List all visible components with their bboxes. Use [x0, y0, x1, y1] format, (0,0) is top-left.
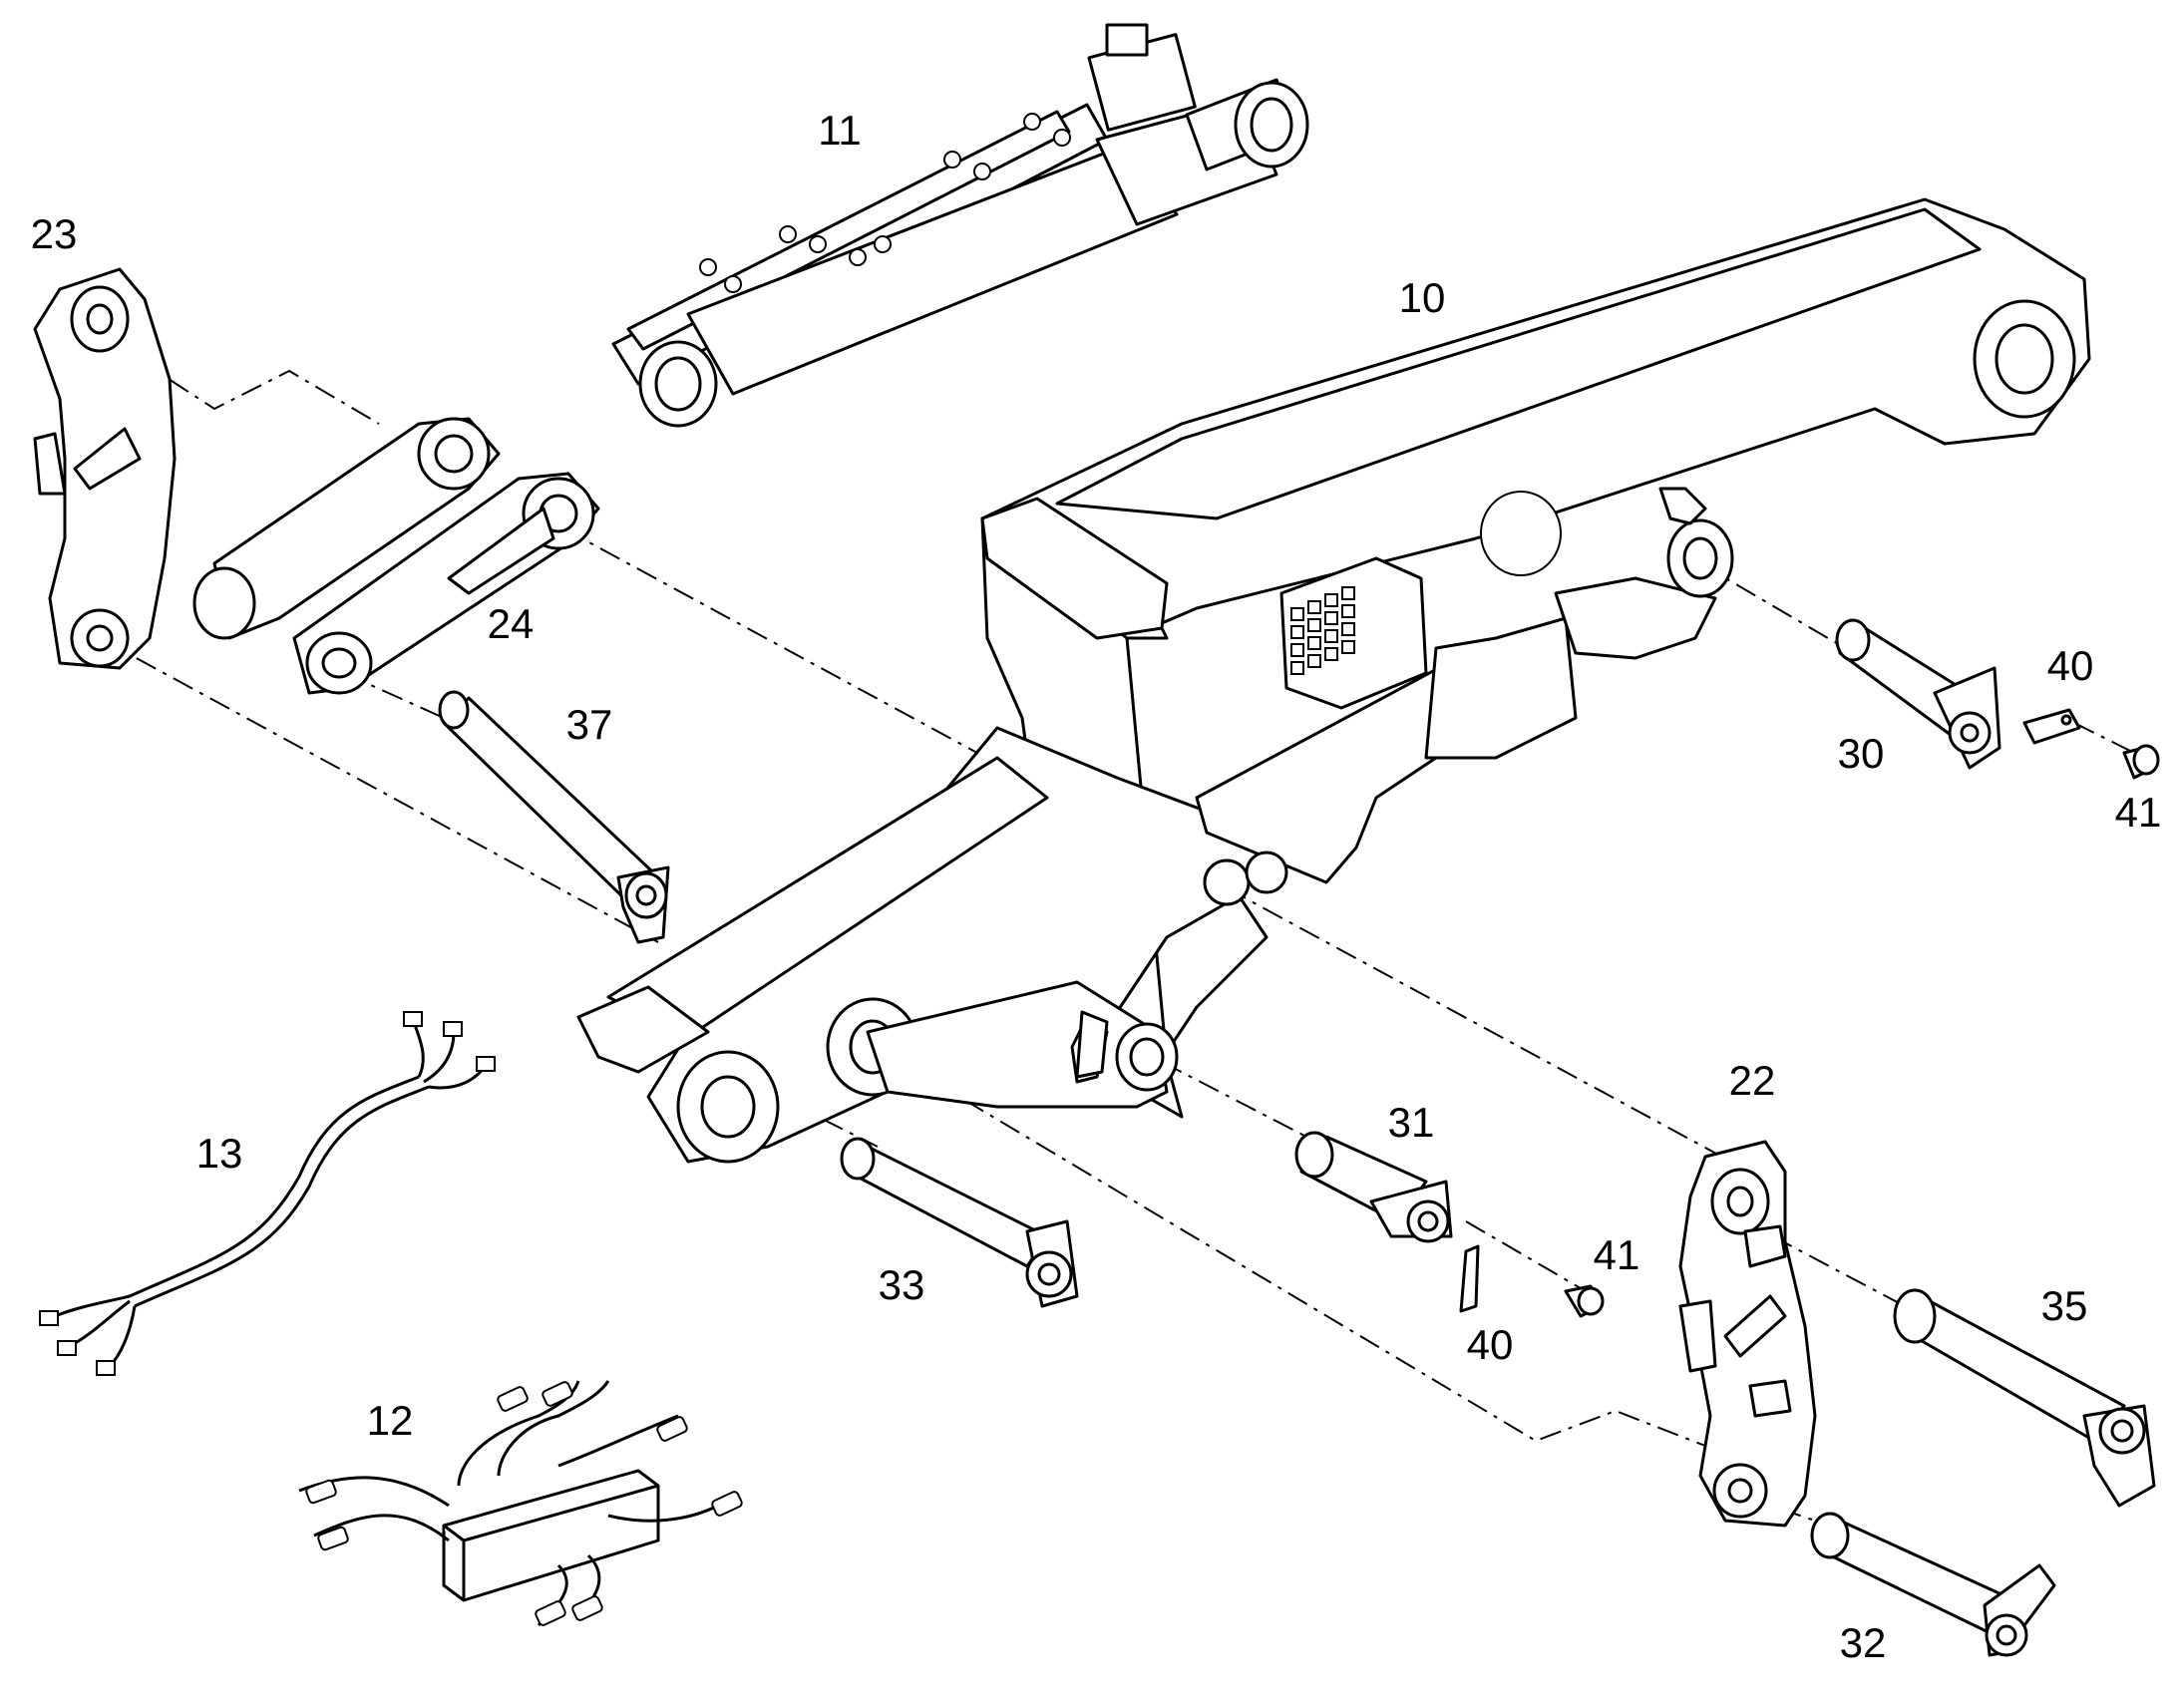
label-12: 12 — [367, 1397, 414, 1444]
valve-block-12 — [298, 1380, 743, 1627]
label-30: 30 — [1838, 730, 1885, 777]
pin-32 — [1810, 1512, 2056, 1657]
leader-23-lower-to-37 — [99, 637, 659, 943]
label-24: 24 — [488, 600, 535, 647]
main-boom — [576, 197, 2091, 1164]
pin-33 — [840, 1137, 1079, 1308]
leader-boom-to-31 — [1161, 1061, 1307, 1138]
pin-37 — [438, 690, 670, 944]
pin-35 — [1893, 1288, 2156, 1508]
label-37: 37 — [566, 701, 613, 748]
label-22: 22 — [1729, 1057, 1776, 1104]
label-33: 33 — [879, 1261, 925, 1308]
bolt-41-lower — [1564, 1284, 1605, 1318]
label-32: 32 — [1840, 1619, 1887, 1666]
label-41-lower: 41 — [1594, 1231, 1640, 1278]
label-31: 31 — [1388, 1099, 1435, 1146]
link-plate-23 — [33, 267, 177, 670]
linkage-24 — [192, 417, 600, 695]
label-10: 10 — [1399, 274, 1446, 321]
lock-plate-40-upper — [2022, 708, 2081, 745]
leader-10-to-30 — [1699, 562, 1846, 649]
bolt-41-upper — [2122, 744, 2160, 780]
label-41-upper: 41 — [2115, 789, 2162, 836]
wire-harness-13 — [39, 1011, 496, 1376]
link-plate-22 — [1678, 1140, 1817, 1528]
leader-24-to-22 — [562, 527, 1741, 1168]
pin-31 — [1294, 1131, 1453, 1243]
hydraulic-cylinder — [611, 23, 1309, 428]
label-11: 11 — [818, 107, 862, 154]
leader-boom-to-22-lower — [892, 1056, 1706, 1447]
leader-23-upper-to-24 — [99, 333, 380, 425]
label-40-upper: 40 — [2047, 642, 2094, 689]
label-13: 13 — [196, 1130, 243, 1177]
label-40-lower: 40 — [1467, 1321, 1514, 1368]
part-labels: 10 11 12 13 22 23 24 30 31 32 33 35 37 4… — [31, 107, 2162, 1666]
label-23: 23 — [31, 210, 78, 257]
label-35: 35 — [2041, 1282, 2088, 1329]
lock-plate-40-lower — [1459, 1244, 1480, 1313]
pin-30 — [1835, 618, 2001, 770]
leader-30-to-41 — [2073, 722, 2145, 759]
leader-31-to-41 — [1465, 1220, 1587, 1292]
